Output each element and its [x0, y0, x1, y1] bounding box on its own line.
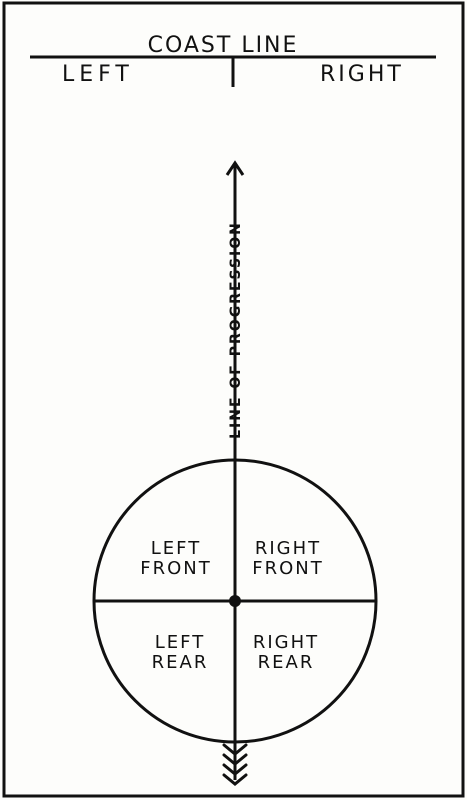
left-side-label: LEFT [62, 62, 134, 87]
arrow-fletching-icon [222, 743, 248, 786]
coast-line-label: COAST LINE [148, 33, 299, 58]
quadrant-right-front-line1: RIGHT [255, 538, 321, 559]
line-of-progression-label: LINE OF PROGRESSION [228, 221, 244, 439]
quadrant-right-front-line2: FRONT [252, 558, 324, 579]
right-side-label: RIGHT [320, 62, 404, 87]
quadrant-right-rear-line1: RIGHT [253, 632, 319, 653]
arrowhead-icon [225, 160, 245, 176]
center-point [229, 595, 241, 607]
quadrant-left-front-line2: FRONT [140, 558, 212, 579]
quadrant-left-front-line1: LEFT [151, 538, 201, 559]
quadrant-right-rear-line2: REAR [258, 652, 315, 673]
quadrant-left-rear-line1: LEFT [155, 632, 205, 653]
quadrant-left-rear-line2: REAR [152, 652, 209, 673]
